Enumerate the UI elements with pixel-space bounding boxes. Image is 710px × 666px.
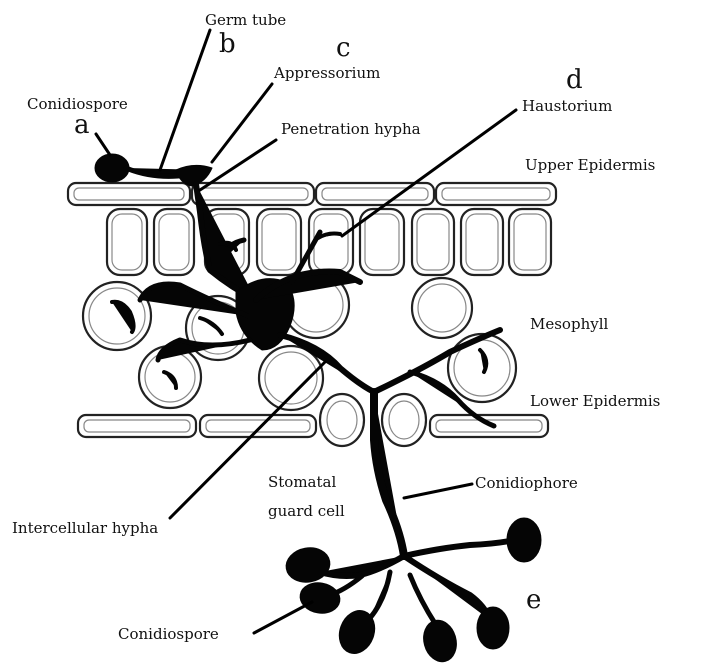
mesophyll-cell	[259, 346, 323, 410]
label-lower-epidermis: Lower Epidermis	[530, 392, 660, 410]
letter-c: c	[336, 33, 351, 63]
letter-e: e	[526, 585, 541, 615]
leader-conidiospore-bottom	[254, 602, 312, 633]
conidiophore-branch	[404, 540, 515, 556]
label-stomatal-line2: guard cell	[268, 502, 345, 520]
upper-epidermis-layer	[68, 183, 556, 205]
conidiophore-branch	[410, 575, 436, 625]
upper-epidermis-cell	[436, 183, 556, 205]
upper-epidermis-cell	[316, 183, 434, 205]
label-mesophyll: Mesophyll	[530, 315, 608, 333]
conidiospore	[477, 607, 509, 649]
conidiospore	[507, 518, 541, 562]
mesophyll-cell	[83, 282, 151, 350]
label-stomatal-line1: Stomatal	[268, 473, 336, 491]
label-haustorium: Haustorium	[522, 97, 612, 115]
upper-epidermis-cell	[192, 183, 314, 205]
conidiospore	[419, 617, 461, 666]
leader-conidiophore	[404, 484, 472, 498]
leader-germ-tube	[160, 30, 210, 170]
upper-epidermis-cell	[68, 183, 190, 205]
letter-b: b	[219, 29, 236, 59]
letter-d: d	[566, 65, 583, 95]
conidiospore	[298, 580, 343, 616]
label-intercellular-hypha: Intercellular hypha	[12, 519, 158, 537]
label-upper-epidermis: Upper Epidermis	[525, 156, 655, 174]
label-appressorium: Appressorium	[273, 64, 380, 82]
conidiophore-branch	[370, 572, 390, 618]
label-penetration-hypha: Penetration hypha	[281, 120, 421, 138]
lower-epidermis-cell	[200, 415, 316, 437]
lower-epidermis-cell	[78, 415, 196, 437]
mesophyll-cell	[448, 334, 516, 402]
label-conidiospore-bottom: Conidiospore	[118, 625, 219, 643]
letter-a: a	[74, 110, 90, 140]
label-conidiophore: Conidiophore	[475, 474, 578, 492]
label-germ-tube: Germ tube	[205, 11, 286, 29]
leader-conidiospore-top	[96, 134, 110, 155]
palisade-layer	[107, 209, 551, 275]
mesophyll-cell	[412, 278, 472, 338]
conidiospore	[283, 544, 332, 585]
